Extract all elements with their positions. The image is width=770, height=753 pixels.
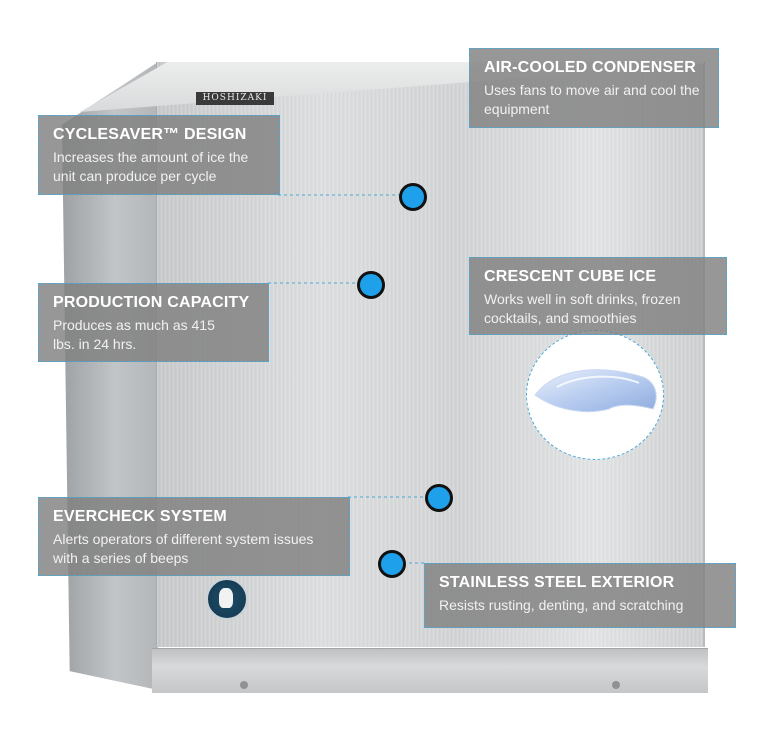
- feature-callout-production-capacity: PRODUCTION CAPACITY Produces as much as …: [38, 283, 269, 362]
- hotspot-cyclesaver-design[interactable]: [399, 183, 427, 211]
- feature-callout-air-cooled-condenser: AIR-COOLED CONDENSER Uses fans to move a…: [469, 48, 719, 128]
- feature-callout-stainless-steel-exterior: STAINLESS STEEL EXTERIOR Resists rusting…: [424, 563, 736, 628]
- hotspot-evercheck-system[interactable]: [425, 484, 453, 512]
- feature-title: STAINLESS STEEL EXTERIOR: [439, 574, 675, 591]
- feature-title: PRODUCTION CAPACITY: [53, 294, 250, 311]
- feature-description: Produces as much as 415 lbs. in 24 hrs.: [53, 317, 215, 352]
- brand-badge-logo: [206, 578, 248, 620]
- base-foot: [240, 681, 248, 689]
- feature-callout-evercheck-system: EVERCHECK SYSTEM Alerts operators of dif…: [38, 497, 350, 576]
- crescent-ice-image: [526, 330, 664, 460]
- machine-base: [152, 648, 708, 693]
- ice-cube-icon: [534, 369, 657, 413]
- hotspot-production-capacity[interactable]: [357, 271, 385, 299]
- feature-description: Works well in soft drinks, frozen cockta…: [484, 291, 681, 326]
- feature-title: EVERCHECK SYSTEM: [53, 508, 227, 525]
- feature-description: Resists rusting, denting, and scratching: [439, 597, 684, 613]
- feature-callout-cyclesaver-design: CYCLESAVER™ DESIGN Increases the amount …: [38, 115, 280, 195]
- feature-description: Increases the amount of ice the unit can…: [53, 149, 249, 184]
- feature-callout-crescent-cube-ice: CRESCENT CUBE ICE Works well in soft dri…: [469, 257, 727, 335]
- hotspot-stainless-steel-exterior[interactable]: [378, 550, 406, 578]
- brand-nameplate: HOSHIZAKI: [196, 92, 274, 105]
- feature-title: CYCLESAVER™ DESIGN: [53, 126, 247, 143]
- feature-description: Uses fans to move air and cool the equip…: [484, 82, 700, 117]
- base-foot: [612, 681, 620, 689]
- penguin-icon: [219, 588, 233, 608]
- feature-description: Alerts operators of different system iss…: [53, 531, 314, 566]
- feature-title: AIR-COOLED CONDENSER: [484, 59, 697, 76]
- feature-title: CRESCENT CUBE ICE: [484, 268, 657, 285]
